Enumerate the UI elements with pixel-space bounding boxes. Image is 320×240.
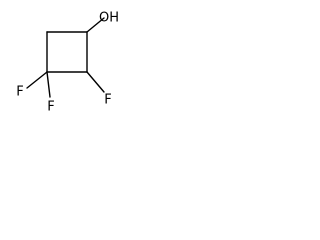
bond-to-hydroxyl [86,17,105,33]
bond-to-fluorine-right [86,71,105,93]
fluorine-label-bottom: F [47,100,54,115]
bond-to-fluorine-bottom [46,71,51,98]
fluorine-label-right: F [104,93,111,108]
fluorine-label-left: F [16,85,23,100]
cyclobutanol-structure: OH F F F [16,11,119,115]
bond-to-fluorine-left [26,71,48,89]
hydroxyl-label: OH [99,11,119,26]
